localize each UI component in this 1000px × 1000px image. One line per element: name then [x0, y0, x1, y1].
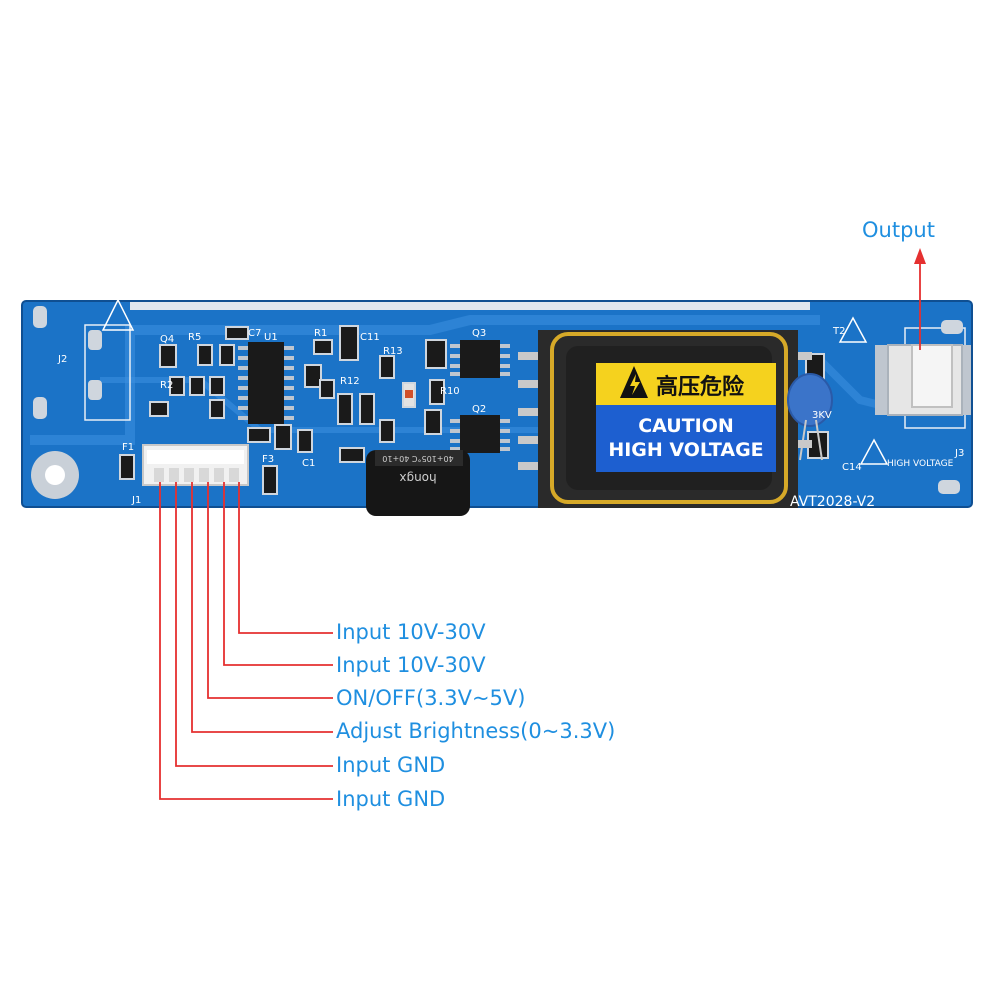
high-voltage-text: HIGH VOLTAGE — [608, 439, 763, 461]
silk-c7: C7 — [248, 328, 261, 339]
ic-u1 — [248, 342, 284, 424]
silk-r2: R2 — [160, 380, 173, 391]
board-model: AVT2028-V2 — [790, 494, 875, 510]
input-connector — [142, 444, 249, 486]
silk-high-voltage: HIGH VOLTAGE — [887, 459, 954, 469]
mounting-pad — [938, 480, 960, 494]
caution-label: 高压危险 CAUTION HIGH VOLTAGE — [596, 363, 776, 472]
silk-r13: R13 — [383, 346, 403, 357]
pcb-trace — [100, 377, 560, 433]
silk-warning-triangle — [101, 298, 135, 331]
silk-q2: Q2 — [472, 404, 486, 415]
silk-r10: R10 — [440, 386, 460, 397]
silk-r1: R1 — [314, 328, 327, 339]
silk-warning-triangle — [838, 316, 868, 343]
silk-j2: J2 — [57, 354, 67, 365]
capacitor-brand: hongx — [399, 471, 436, 485]
silk-r5: R5 — [188, 332, 201, 343]
electrolytic-capacitor: hongx 40+105°C 40+10 — [366, 450, 470, 516]
pin-label-2: Input 10V-30V — [336, 653, 486, 677]
leader-pin-1 — [238, 482, 333, 634]
mosfet-q2 — [460, 415, 500, 453]
silk-u1: U1 — [264, 332, 278, 343]
leader-pin-6 — [159, 482, 333, 800]
leader-pin-3 — [207, 482, 333, 699]
silk-c1: C1 — [302, 458, 315, 469]
pin-leader-lines — [159, 482, 333, 800]
silk-c11: C11 — [360, 332, 380, 343]
silk-q4: Q4 — [160, 334, 174, 345]
mounting-hole-center — [45, 465, 65, 485]
pin-label-3: ON/OFF(3.3V~5V) — [336, 686, 526, 710]
pcb-top-strip — [130, 302, 810, 310]
silk-q3: Q3 — [472, 328, 486, 339]
pcb-trace — [30, 315, 820, 445]
caution-text: CAUTION — [638, 415, 734, 437]
silk-f1: F1 — [122, 442, 134, 453]
pcb-edge — [21, 300, 973, 508]
silk-f3: F3 — [262, 454, 274, 465]
silk-j3: J3 — [954, 448, 964, 459]
pin-label-6: Input GND — [336, 787, 446, 811]
smd-components — [119, 325, 829, 495]
warning-cn-text: 高压危险 — [656, 374, 745, 400]
mounting-pad — [941, 320, 963, 334]
mosfet-pins — [450, 344, 510, 451]
leader-pin-4 — [191, 482, 333, 733]
output-arrow-head — [914, 248, 926, 264]
silk-3kv: 3KV — [812, 410, 832, 421]
capacitor-rating: 40+105°C 40+10 — [382, 454, 453, 463]
silk-t2: T2 — [832, 326, 845, 337]
pcb-silk-outline — [84, 324, 131, 421]
mounting-pad — [88, 380, 102, 400]
mounting-pad — [88, 330, 102, 350]
pin-label-5: Input GND — [336, 753, 446, 777]
caution-label-blue — [596, 405, 776, 472]
silk-c14: C14 — [842, 462, 862, 473]
ceramic-capacitor — [787, 373, 833, 427]
leader-pin-5 — [175, 482, 333, 767]
silk-r12: R12 — [340, 376, 360, 387]
ic-pins — [238, 346, 294, 420]
mounting-pad — [33, 397, 47, 419]
silk-j1: J1 — [131, 495, 141, 506]
pin-label-4: Adjust Brightness(0~3.3V) — [336, 719, 616, 743]
mounting-pad — [33, 306, 47, 328]
pin-label-1: Input 10V-30V — [336, 620, 486, 644]
output-label: Output — [862, 218, 935, 242]
leader-pin-2 — [223, 482, 333, 666]
output-connector — [875, 344, 971, 416]
mosfet-q3 — [460, 340, 500, 378]
silk-warning-triangle — [859, 438, 889, 465]
